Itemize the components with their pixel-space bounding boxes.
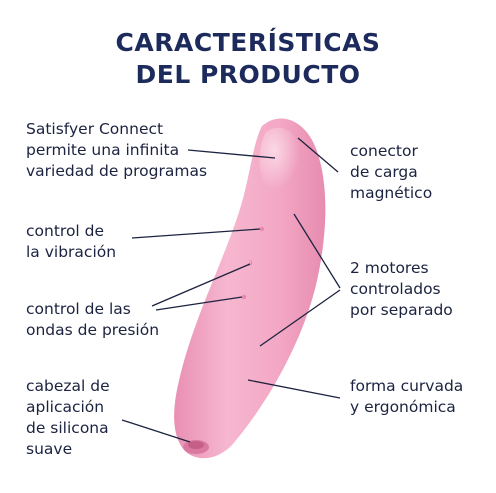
title-line-2: DEL PRODUCTO [135,60,361,89]
label-head-line-1: cabezal de [26,377,110,395]
label-head-line-3: de silicona [26,419,109,437]
leader-waves-2 [155,296,243,311]
leader-shape [247,379,341,399]
label-charger-line-3: magnético [350,184,433,202]
label-charger: conector de carga magnético [350,141,432,204]
title-line-1: CARACTERÍSTICAS [115,28,381,57]
label-connect: Satisfyer Connect permite una infinita v… [26,119,207,182]
label-motors-line-2: controlados [350,280,441,298]
leader-vibration [131,228,261,239]
label-connect-line-2: permite una infinita [26,141,180,159]
leader-charger [297,137,339,173]
label-motors: 2 motores controlados por separado [350,258,453,321]
leader-motors-2 [259,289,341,347]
label-connect-line-3: variedad de programas [26,162,208,180]
label-head-line-4: suave [26,440,73,458]
label-waves: control de las ondas de presión [26,299,159,341]
product-body [174,118,326,459]
label-charger-line-2: de carga [350,163,418,181]
vibration-button [259,226,265,232]
label-motors-line-3: por separado [350,301,453,319]
label-motors-line-1: 2 motores [350,259,429,277]
label-shape-line-2: y ergonómica [350,398,456,416]
leader-motors-1 [293,213,341,289]
label-shape-line-1: forma curvada [350,377,464,395]
label-vibration-line-1: control de [26,222,105,240]
label-waves-line-1: control de las [26,300,131,318]
wave-button [241,294,247,300]
leader-head [121,419,191,443]
svg-text:∂: ∂ [248,259,253,269]
label-vibration-line-2: la vibración [26,243,117,261]
label-connect-line-1: Satisfyer Connect [26,120,164,138]
label-shape: forma curvada y ergonómica [350,376,463,418]
label-head: cabezal de aplicación de silicona suave [26,376,110,460]
label-vibration: control de la vibración [26,221,116,263]
leader-connect [187,149,276,159]
label-head-line-2: aplicación [26,398,105,416]
label-waves-line-2: ondas de presión [26,321,160,339]
leader-waves-1 [151,263,251,307]
label-charger-line-1: conector [350,142,418,160]
